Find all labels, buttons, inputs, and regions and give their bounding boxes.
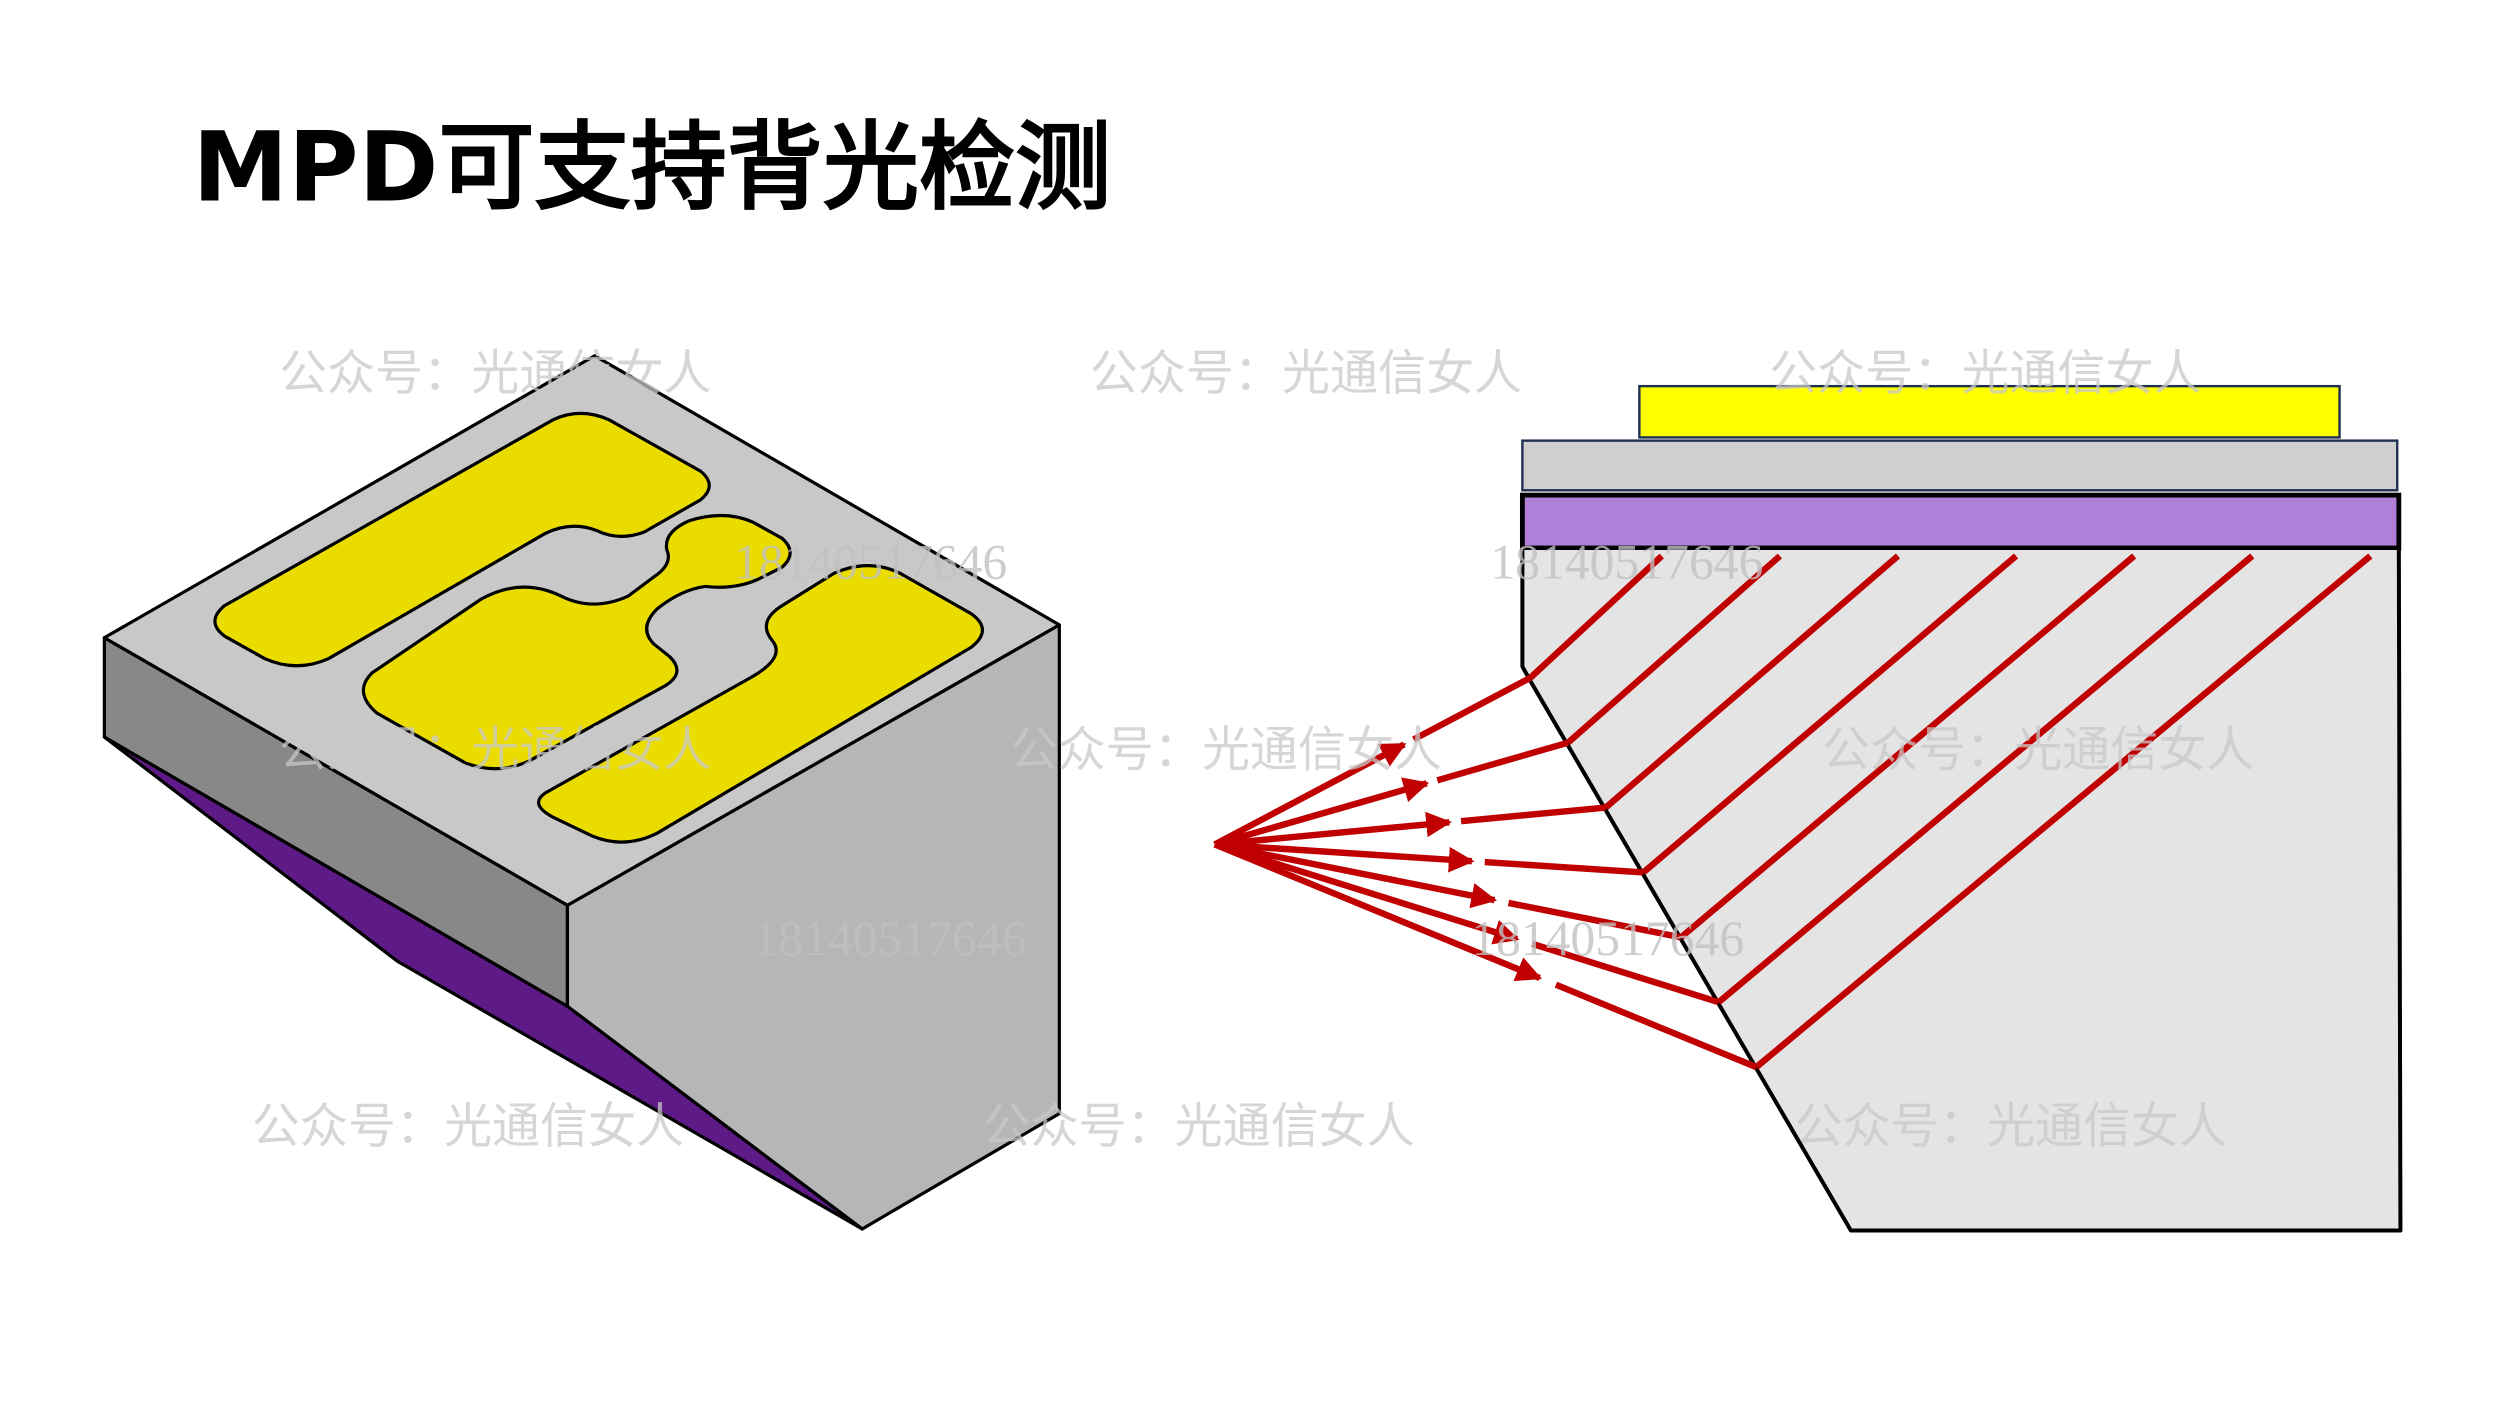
refracted-ray (1716, 553, 2255, 1005)
refracted-ray (1754, 553, 2373, 1070)
watermarks: 公众号：光通信女人 公众号：光通信女人 公众号：光通信女人 公众号：光通信女人 … (252, 345, 2255, 1154)
refracted-ray (1528, 553, 1664, 681)
refracted-ray (1641, 553, 2019, 875)
electrode-pad-1 (213, 411, 711, 668)
incident-ray (1484, 858, 1644, 876)
watermark-number: 18140517646 (1471, 911, 1744, 966)
incident-ray (1531, 940, 1720, 1006)
electrode-pad-3 (537, 564, 985, 844)
incident-ray (1554, 981, 1758, 1071)
cross-section (1213, 384, 2403, 1233)
watermark: 公众号：光通信女人 (279, 722, 711, 778)
incident-ray (1507, 899, 1682, 941)
refracted-ray (1565, 553, 1782, 746)
incident-ray-arrow (1214, 841, 1475, 873)
watermark: 公众号：光通信女人 (982, 1098, 1414, 1154)
watermark: 公众号：光通信女人 (279, 345, 711, 401)
watermark-number: 18140517646 (734, 534, 1007, 589)
isometric-chip (102, 354, 1061, 1231)
incident-ray-arrow (1214, 841, 1498, 909)
watermark-number: 18140517646 (1490, 534, 1763, 589)
incident-ray (1436, 739, 1569, 784)
absorption-layer (1519, 492, 2402, 551)
incident-ray-arrow (1213, 777, 1430, 848)
passivation-layer (1521, 439, 2399, 492)
refracted-ray (1603, 553, 1901, 810)
watermark: 公众号：光通信女人 (1090, 345, 1522, 401)
incident-ray-arrow (1213, 841, 1520, 945)
watermark: 公众号：光通信女人 (1769, 345, 2201, 401)
watermark: 公众号：光通信女人 (1010, 722, 1442, 778)
incident-ray-arrow (1214, 811, 1452, 848)
page-title: MPD可支持背光检测 (192, 111, 1111, 223)
light-rays (1213, 553, 2373, 1071)
incident-ray-arrow (1213, 741, 1407, 848)
incident-ray-arrow (1213, 841, 1543, 982)
watermark: 公众号：光通信女人 (1795, 1098, 2227, 1154)
watermark: 公众号：光通信女人 (252, 1098, 684, 1154)
watermark: 公众号：光通信女人 (1822, 722, 2254, 778)
watermark-number: 18140517646 (753, 911, 1026, 966)
refracted-ray (1678, 553, 2137, 940)
electrode-layer (1638, 384, 2341, 439)
substrate (1520, 545, 2403, 1233)
incident-ray (1412, 674, 1532, 743)
electrode-pad-2 (361, 513, 792, 771)
incident-ray (1460, 804, 1607, 825)
